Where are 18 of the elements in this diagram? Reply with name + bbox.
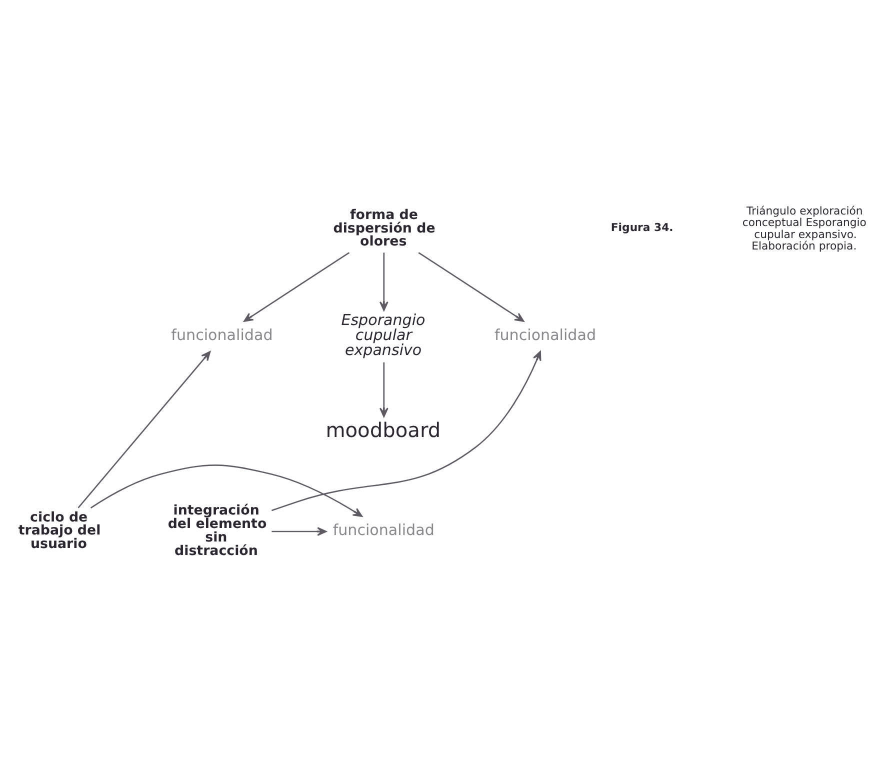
node-text: integración del elemento sin distracción <box>168 504 267 559</box>
arrow <box>379 362 388 418</box>
node-text: funcionalidad <box>171 326 273 344</box>
node-text: moodboard <box>326 418 441 442</box>
arrow <box>379 252 388 311</box>
node-text: funcionalidad <box>494 326 596 344</box>
arrow <box>78 351 211 508</box>
node-text: ciclo de trabajo del usuario <box>18 510 101 552</box>
arrow <box>244 252 350 322</box>
arrow <box>272 527 327 536</box>
label: Figura 34. <box>610 221 674 234</box>
arrow <box>90 464 363 517</box>
node-text: funcionalidad <box>332 521 434 540</box>
label: Triángulo exploración conceptual Esporangio cupular expansivo. Elaboración propia. <box>742 204 866 253</box>
arrow <box>271 350 542 512</box>
node-text: forma de dispersión de olores <box>333 208 436 250</box>
node-text: Esporangio cupular expansivo <box>341 310 426 360</box>
arrow <box>418 252 524 322</box>
